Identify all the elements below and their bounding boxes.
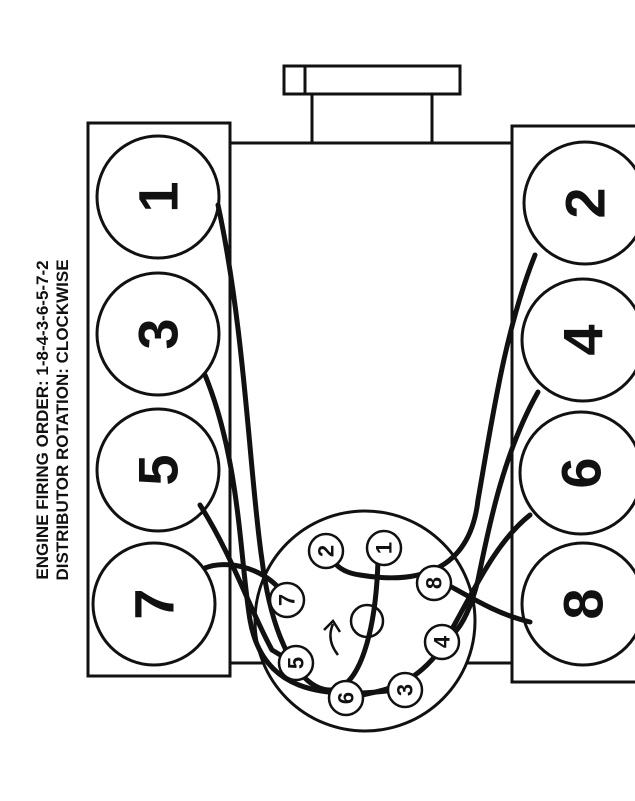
- terminal-label: 1: [372, 542, 397, 554]
- distributor-terminal: 4: [423, 623, 461, 661]
- terminal-circle-1: [365, 529, 403, 567]
- terminal-circle-2: [307, 532, 345, 570]
- distributor-terminal: 7: [268, 581, 306, 619]
- distributor-center: [349, 603, 385, 639]
- terminal-label: 3: [393, 684, 418, 696]
- terminal-label: 8: [422, 577, 447, 589]
- terminal-circle-8: [415, 564, 453, 602]
- cylinder-4: [520, 277, 635, 403]
- cylinder-label: 6: [550, 457, 613, 488]
- terminal-label: 6: [334, 692, 359, 704]
- cylinder-6: [518, 410, 635, 536]
- terminal-label: 7: [275, 594, 300, 606]
- distributor-terminal: 8: [415, 564, 453, 602]
- cylinder-label: 1: [127, 181, 190, 212]
- distributor-terminal: 2: [307, 532, 345, 570]
- terminal-label: 4: [430, 635, 455, 648]
- terminal-label: 5: [284, 657, 309, 669]
- distributor-terminal: 1: [365, 529, 403, 567]
- wire-cylinder-2: [327, 252, 538, 581]
- distributor-terminal: 5: [277, 644, 315, 682]
- wire-cylinder-8: [445, 582, 533, 625]
- terminal-circle-5: [277, 644, 315, 682]
- cylinder-1: [95, 134, 221, 260]
- wire-cylinder-1: [215, 202, 387, 693]
- terminal-label: 2: [314, 545, 339, 557]
- rotation-arrow: [329, 623, 339, 656]
- thermostat-outlet: [282, 64, 462, 96]
- firing-order-caption: ENGINE FIRING ORDER: 1-8-4-3-6-5-7-2: [33, 260, 52, 579]
- cylinder-label: 3: [127, 318, 190, 349]
- cylinder-2: [522, 140, 635, 266]
- wire-cylinder-4: [442, 389, 541, 643]
- terminal-circle-7: [268, 581, 306, 619]
- thermostat-housing: [310, 88, 434, 145]
- cylinder-label: 8: [552, 588, 615, 619]
- distributor-terminal: 6: [327, 679, 365, 717]
- cylinder-label: 2: [554, 187, 617, 218]
- cylinder-8: [520, 541, 635, 667]
- cylinder-label: 4: [552, 324, 615, 355]
- terminal-circle-3: [386, 671, 424, 709]
- cylinder-5: [95, 407, 221, 533]
- wire-cylinder-5: [197, 502, 295, 665]
- terminal-circle-6: [327, 679, 365, 717]
- cylinder-7: [91, 541, 217, 667]
- terminal-circle-4: [423, 623, 461, 661]
- cylinder-label: 7: [123, 588, 186, 619]
- rotation-caption: DISTRIBUTOR ROTATION: CLOCKWISE: [53, 259, 72, 580]
- cylinder-3: [95, 271, 221, 397]
- cylinder-label: 5: [127, 454, 190, 485]
- distributor-terminal: 3: [386, 671, 424, 709]
- rotation-arrow-head: [323, 619, 342, 633]
